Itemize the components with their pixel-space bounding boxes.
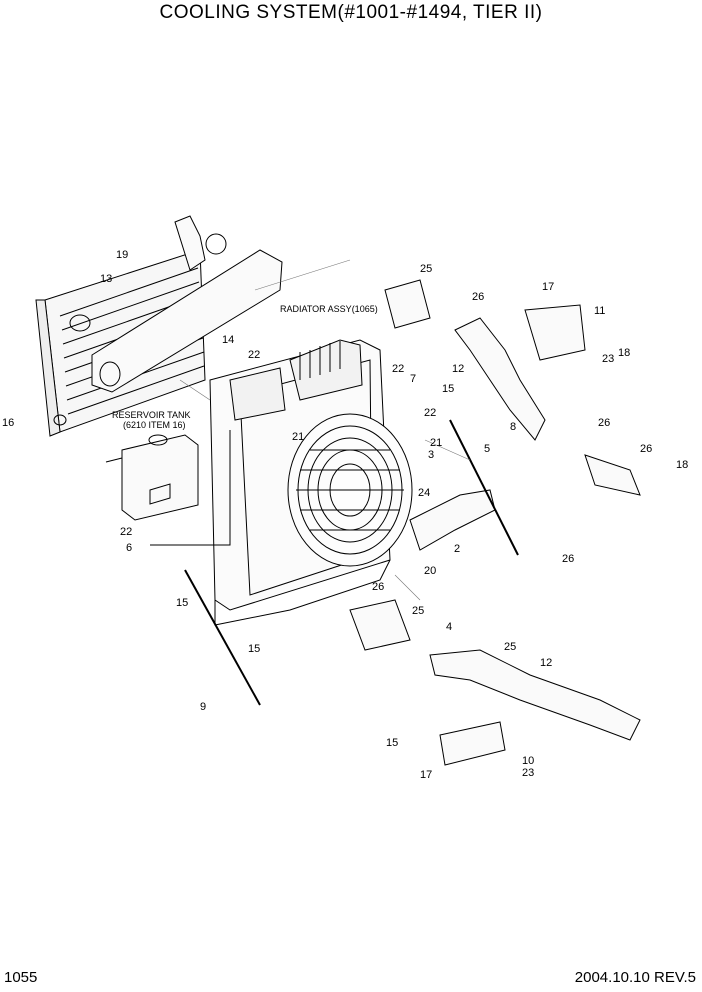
air-duct [91,215,283,393]
callout-labels: 19 13 14 16 25 26 17 11 12 23 18 22 22 7… [2,249,688,781]
leader-lines [179,259,471,601]
callout-7: 7 [410,373,416,385]
reservoir-hose [150,430,231,546]
callout-26e: 26 [598,417,610,429]
callout-22c: 22 [424,407,436,419]
date-revision: 2004.10.10 REV.5 [574,969,696,986]
callout-6: 6 [126,542,132,554]
callout-2: 2 [454,543,460,555]
callout-26c: 4 [446,621,452,633]
callout-4: 15 [248,643,260,655]
callout-18: 18 [618,347,630,359]
callout-22d: 22 [120,526,132,538]
callout-21: 21 [292,431,304,443]
callout-12: 12 [452,363,464,375]
callout-23b: 10 [522,755,534,767]
upper-hoses [384,279,641,496]
callout-26d: 18 [676,459,688,471]
callout-15: 15 [442,383,454,395]
callout-8: 8 [510,421,516,433]
stay-rod-4 [184,569,261,706]
callout-26b: 26 [372,581,384,593]
callout-13: 13 [100,273,112,285]
callout-25: 25 [420,263,432,275]
callout-21b: 21 [430,437,442,449]
page-number: 1055 [4,969,38,986]
callout-25c: 26 [640,443,652,455]
callout-15b: 15 [176,597,188,609]
callout-11: 11 [594,305,605,317]
callout-22: 22 [248,349,260,361]
radiator-assy-note: RADIATOR ASSY(1065) [280,304,378,314]
callout-25b: 25 [412,605,424,617]
lower-hoses [349,489,641,766]
callout-18b: 23 [522,767,534,779]
callout-12b: 25 [504,641,516,653]
callout-14: 14 [222,334,234,346]
callout-15c: 26 [562,553,574,565]
callout-17: 17 [542,281,554,293]
reservoir-tank-note: RESERVOIR TANK [112,410,191,420]
callout-16: 16 [2,417,14,429]
callout-24: 24 [418,487,430,499]
stay-rod-5 [449,419,519,556]
callout-19: 19 [116,249,128,261]
page-title: COOLING SYSTEM(#1001-#1494, TIER II) [159,2,543,23]
reservoir-tank-note-2: (6210 ITEM 16) [123,420,186,430]
callout-22b: 22 [392,363,404,375]
callout-20: 20 [424,565,436,577]
callout-3: 3 [428,449,434,461]
callout-5: 5 [484,443,490,455]
callout-9: 12 [540,657,552,669]
fan-shroud [287,413,413,567]
callout-26: 26 [472,291,484,303]
callout-15d: 9 [200,701,206,713]
callout-17b: 15 [386,737,398,749]
callout-10: 17 [420,769,432,781]
callout-23: 23 [602,353,614,365]
reservoir-tank [105,434,199,521]
